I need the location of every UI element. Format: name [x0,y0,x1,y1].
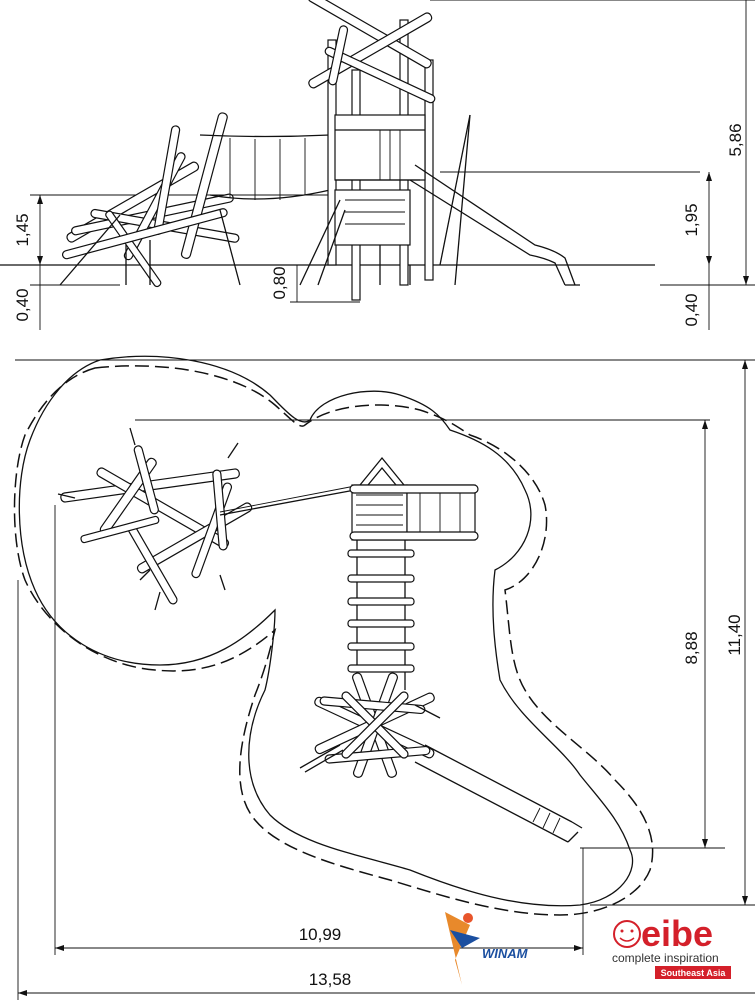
eibe-badge-text: Southeast Asia [661,968,727,978]
dim-total-width: 11,40 [725,360,748,905]
dim-label-0-80: 0,80 [270,266,289,299]
safety-zone-outer [13,365,654,916]
dim-label-13-58: 13,58 [309,970,352,989]
eibe-tagline: complete inspiration [612,951,719,965]
dim-total-length: 13,58 [18,970,755,996]
dim-label-8-88: 8,88 [682,631,701,664]
eibe-face-icon [613,920,641,948]
dim-label-10-99: 10,99 [299,925,342,944]
winam-logo-text: WINAM [482,946,529,961]
dim-slide-platform: 1,95 [682,172,712,265]
dim-left-platform: 1,45 [13,195,43,265]
plan-view: 10,99 13,58 8,88 11,40 [13,355,755,1000]
dim-label-1-95: 1,95 [682,203,701,236]
dim-label-0-40-left: 0,40 [13,288,32,321]
eibe-badge [655,966,731,979]
tower-elevation [299,0,471,301]
safety-zone-inner [18,355,634,907]
ladder-plan [347,540,415,690]
climbing-frame-plan [57,427,253,611]
dim-pole-depth: 0,80 [270,265,298,302]
dim-inner-width: 8,88 [682,420,708,848]
dim-label-0-40-right: 0,40 [682,293,701,326]
eibe-logo: eibe complete inspiration Southeast Asia [612,913,731,979]
winam-logo: WINAM [445,912,529,985]
elevation-view: 1,45 0,40 0,80 5,86 1,95 0,40 [0,0,755,330]
slide-plan [414,744,583,843]
eibe-logo-name: eibe [641,913,713,954]
slide-elevation [409,164,580,286]
dim-label-1-45: 1,45 [13,213,32,246]
dim-total-height: 5,86 [726,0,749,285]
climbing-frame-elevation [59,112,241,288]
rope-bridge-elevation [199,134,331,200]
dim-right-depth: 0,40 [682,265,710,330]
dim-inner-length: 10,99 [55,925,583,951]
dim-label-5-86: 5,86 [726,123,745,156]
tower-platform-plan [349,456,479,541]
dim-left-depth: 0,40 [13,265,41,330]
dim-label-11-40: 11,40 [725,614,744,655]
tower-poles-plan [299,672,441,778]
rope-plan [219,489,356,516]
